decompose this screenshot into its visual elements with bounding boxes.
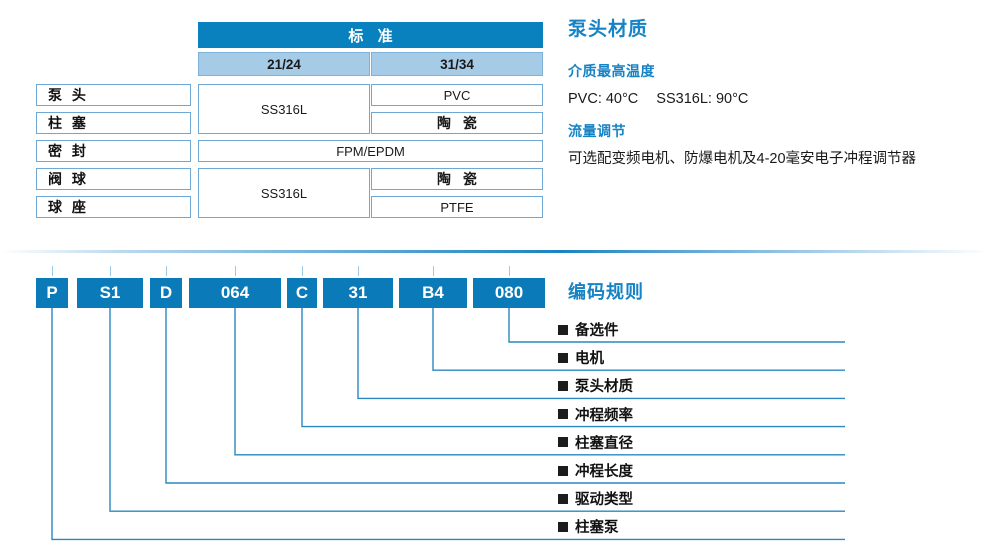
table-column-header-31-34: 31/34	[371, 52, 543, 76]
legend-item-064[interactable]: 柱塞直径	[558, 430, 633, 455]
code-block-064[interactable]: 064	[189, 278, 281, 308]
code-block-d[interactable]: D	[150, 278, 182, 308]
square-bullet-icon	[558, 352, 568, 363]
info-panel-title: 泵头材质	[568, 19, 649, 40]
legend-item-d[interactable]: 冲程长度	[558, 458, 633, 483]
code-block-s1[interactable]: S1	[77, 278, 143, 308]
table-row-label-plunger: 柱 塞	[36, 112, 191, 134]
legend-item-b4[interactable]: 电机	[558, 345, 604, 370]
square-bullet-icon	[558, 437, 568, 448]
table-cell-fpm-epdm: FPM/EPDM	[198, 140, 543, 162]
legend-item-label: 冲程长度	[575, 464, 633, 480]
legend-item-label: 柱塞泵	[575, 520, 619, 537]
code-block-tick	[52, 266, 53, 276]
code-block-tick	[166, 266, 167, 276]
temp-value-ss316l: SS316L: 90°C	[656, 91, 749, 107]
square-bullet-icon	[558, 409, 568, 420]
info-heading-flow-adjustment: 流量调节	[568, 123, 626, 140]
connector-064	[234, 308, 845, 456]
table-row-label-seal: 密 封	[36, 140, 191, 162]
code-block-tick	[110, 266, 111, 276]
table-cell-ss316l-lower: SS316L	[198, 168, 370, 218]
code-block-b4[interactable]: B4	[399, 278, 467, 308]
legend-item-label: 备选件	[575, 323, 619, 339]
code-block-tick	[235, 266, 236, 276]
table-cell-ptfe: PTFE	[371, 196, 543, 218]
table-cell-ss316l-upper: SS316L	[198, 84, 370, 134]
connector-d	[165, 308, 845, 484]
coding-rule-title: 编码规则	[568, 282, 644, 302]
code-block-tick	[509, 266, 510, 276]
legend-item-c[interactable]: 冲程频率	[558, 402, 633, 427]
legend-item-label: 电机	[575, 351, 604, 368]
square-bullet-icon	[558, 324, 568, 335]
legend-item-31[interactable]: 泵头材质	[558, 373, 633, 398]
legend-item-label: 冲程频率	[575, 407, 633, 424]
code-block-tick	[358, 266, 359, 276]
materials-table: 标 准 21/24 31/34 泵 头 柱 塞 密 封 阀 球 球 座 SS31…	[0, 0, 560, 235]
legend-item-p[interactable]: 柱塞泵	[558, 514, 619, 539]
table-row-label-pump-head: 泵 头	[36, 84, 191, 106]
legend-item-080[interactable]: 备选件	[558, 317, 619, 342]
table-header-standard: 标 准	[198, 22, 543, 48]
info-panel: 泵头材质 介质最高温度 PVC: 40°C SS316L: 90°C 流量调节 可…	[568, 14, 988, 182]
connector-b4	[432, 308, 845, 371]
info-text-flow-adjustment: 可选配变频电机、防爆电机及4-20毫安电子冲程调节器	[568, 151, 917, 168]
table-cell-pvc: PVC	[371, 84, 543, 106]
temp-value-pvc: PVC: 40°C	[568, 91, 639, 107]
square-bullet-icon	[558, 521, 568, 532]
square-bullet-icon	[558, 493, 568, 504]
info-text-temperatures: PVC: 40°C SS316L: 90°C	[568, 88, 988, 111]
table-column-header-21-24: 21/24	[198, 52, 370, 76]
code-block-p[interactable]: P	[36, 278, 68, 308]
code-block-080[interactable]: 080	[473, 278, 545, 308]
code-block-31[interactable]: 31	[323, 278, 393, 308]
info-heading-max-temperature: 介质最高温度	[568, 63, 655, 79]
code-block-c[interactable]: C	[287, 278, 317, 308]
square-bullet-icon	[558, 380, 568, 391]
legend-item-label: 柱塞直径	[575, 435, 633, 452]
connector-s1	[109, 308, 845, 512]
table-row-label-ball-seat: 球 座	[36, 196, 191, 218]
code-block-tick	[302, 266, 303, 276]
table-cell-ceramic-plunger: 陶 瓷	[371, 112, 543, 134]
code-block-tick	[433, 266, 434, 276]
connector-p	[51, 308, 845, 541]
legend-item-label: 泵头材质	[575, 379, 633, 396]
legend-item-label: 驱动类型	[575, 492, 633, 509]
legend-item-s1[interactable]: 驱动类型	[558, 486, 633, 511]
section-divider	[0, 250, 1000, 253]
square-bullet-icon	[558, 465, 568, 476]
table-cell-ceramic-valve-ball: 陶 瓷	[371, 168, 543, 190]
table-row-label-valve-ball: 阀 球	[36, 168, 191, 190]
